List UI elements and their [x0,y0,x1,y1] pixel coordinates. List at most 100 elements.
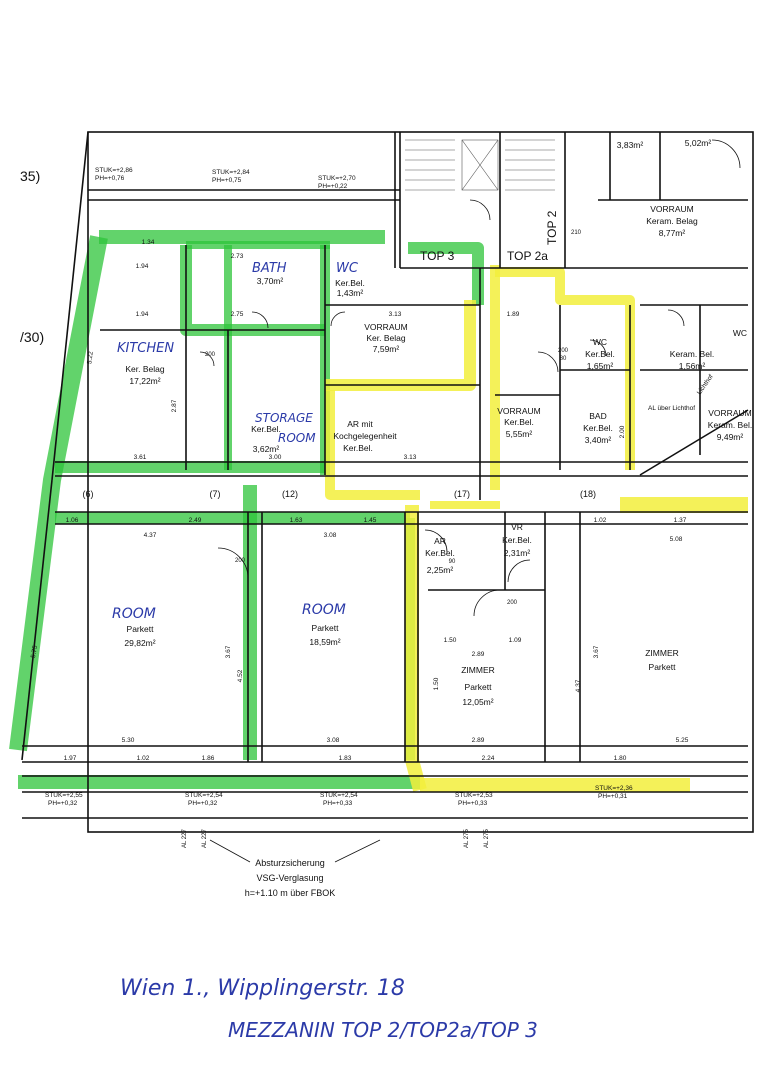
tag: 200 [507,600,518,606]
vorraum-right-area: 9,49m² [717,432,744,442]
ph-bot-4: PH=+0,33 [458,800,488,807]
vorraum-top2-name: Keram. Belag [646,216,698,226]
dim: 1.63 [290,517,303,524]
dim: 2.89 [472,737,485,744]
stuk-bottom: STUK=+2,55 PH=+0,32 STUK=+2,54 PH=+0,32 … [45,785,633,807]
tag: 210 [571,230,582,236]
hand-bath: BATH [252,261,287,276]
dim: 1.02 [594,517,607,524]
ar-koch-name: Ker.Bel. [343,443,373,453]
wc-top2-name: Keram. Bel. [670,349,714,359]
shaft-17: (17) [454,489,470,499]
shaft-6: (6) [83,489,94,499]
vorraum-right-name: Keram. Bel. [708,420,752,430]
ar-small-area: 2,25m² [427,565,454,575]
glazing-line3: h=+1.10 m über FBOK [245,888,336,898]
vr-small-name: Ker.Bel. [502,535,532,545]
zimmer-right-name: Parkett [649,662,677,672]
bad-area: 3,40m² [585,435,612,445]
dim: 2.73 [231,253,244,260]
vorraum-top2-title: VORRAUM [650,204,693,214]
stair-hatch [405,139,555,191]
kitchen-name: Ker. Belag [125,364,164,374]
zimmer-mid-name: Parkett [465,682,493,692]
dim: 1.02 [137,755,150,762]
handwritten-floor-units: MEZZANIN TOP 2/TOP2a/TOP 3 [228,1018,538,1042]
room-texts: 3,70m² Ker.Bel. 1,43m² Ker. Belag 17,22m… [124,138,752,707]
stuk-bot-4: STUK=+2,53 [455,792,493,799]
vorraum-top2a-name: Ker.Bel. [504,417,534,427]
tag: 80 [560,356,567,362]
dim: 1.86 [202,755,215,762]
room-mid-name: Parkett [312,623,340,633]
ph-bot-1: PH=+0,32 [48,800,78,807]
tag: 200 [235,558,246,564]
top-left-partial-area: 3,83m² [617,140,644,150]
sill-labels-bottom: AL 227 AL 227 AL 275 AL 275 [182,829,490,848]
stuk-bot-2: STUK=+2,54 [185,792,223,799]
dim: 4.37 [144,532,157,539]
unit-top2a: TOP 2a [507,249,548,263]
al-note: AL über Lichthof [648,405,695,412]
dim: 3.13 [404,454,417,461]
glazing-note: Absturzsicherung VSG-Verglasung h=+1.10 … [209,839,381,898]
storage-area: 3,62m² [253,444,280,454]
wc-top3-name: Ker.Bel. [335,278,365,288]
shaft-numbers: (6) (7) (12) (17) (18) [83,489,597,499]
bad-title: BAD [589,411,606,421]
ph-bot-5: PH=+0,31 [598,793,628,800]
dim: 5.08 [670,536,683,543]
stuk-bot-3: STUK=+2,54 [320,792,358,799]
handwritten-address: Wien 1., Wipplingerstr. 18 [120,976,405,1001]
vr-small-title: VR [511,522,523,532]
wc-top2a-title: WC [593,337,607,347]
dim: 1.50 [433,677,440,690]
dim: 3.67 [593,645,600,658]
dim: 5.25 [676,737,689,744]
dim: 3.67 [225,645,232,658]
wc-top2a-area: 1,65m² [587,361,614,371]
dim: 1.37 [674,517,687,524]
hand-kitchen: KITCHEN [117,341,174,356]
stuk-top: STUK=+2,86 PH=+0,76 STUK=+2,84 PH=+0,75 … [95,167,356,190]
wc-top2-title: WC [733,328,747,338]
dim: 1.97 [64,755,77,762]
dim: 1.06 [66,517,79,524]
ar-koch-sub: Kochgelegenheit [333,431,397,441]
zimmer-mid-title: ZIMMER [461,665,495,675]
hand-room-left: ROOM [112,606,156,622]
edge-label-mid: /30) [20,329,44,345]
dim: 2.75 [231,311,244,318]
dim: 5.22 [86,351,95,365]
stuk-bot-1: STUK=+2,55 [45,792,83,799]
kitchen-area: 17,22m² [129,376,160,386]
tag: 200 [205,352,216,358]
dim: 1.80 [614,755,627,762]
zimmer-right-title: ZIMMER [645,648,679,658]
vorraum-top3-name: Ker. Belag [366,333,405,343]
ar-koch-title: AR mit [347,419,373,429]
ar-small-title: AR [434,536,446,546]
dim: 4.37 [575,679,582,692]
lichthof-label: Lichthof [696,373,715,396]
glazing-line2: VSG-Verglasung [256,873,323,883]
wc-top2a-name: Ker.Bel. [585,349,615,359]
vorraum-top2-area: 8,77m² [659,228,686,238]
ph-bot-2: PH=+0,32 [188,800,218,807]
vorraum-top2a-area: 5,55m² [506,429,533,439]
vorraum-right-title: VORRAUM [708,408,751,418]
vorraum-top2a-title: VORRAUM [497,406,540,416]
bad-name: Ker.Bel. [583,423,613,433]
dim: 1.09 [509,637,522,644]
dimensions: 1.34 2.73 1.94 1.94 2.75 3.13 3.13 1.89 … [30,239,689,762]
wc-top3-area: 1,43m² [337,288,364,298]
dim: 1.89 [507,311,520,318]
dim: 3.08 [327,737,340,744]
hand-room-mid: ROOM [302,602,346,618]
stuk-top-2: STUK=+2,84 [212,169,250,176]
room-left-area: 29,82m² [124,638,155,648]
opening-tags: 200 200 200 200 80 90 210 [205,230,582,606]
ph-top-1: PH=+0,76 [95,175,125,182]
hand-storage-room: ROOM [278,431,316,445]
